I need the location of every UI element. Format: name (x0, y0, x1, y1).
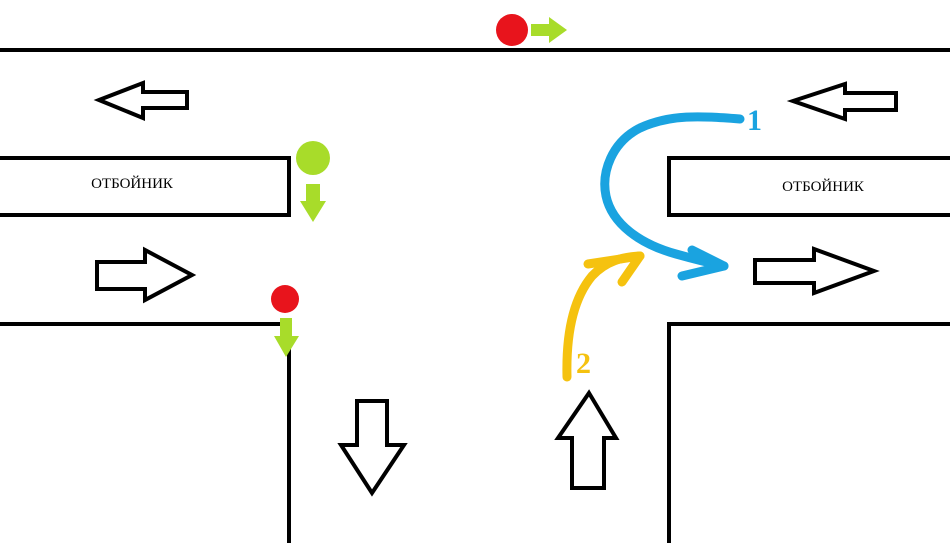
signal-middle-green-arrow-icon (300, 184, 326, 222)
right-barrier-label: ОТБОЙНИК (782, 178, 865, 195)
left-lower-road-edge (0, 322, 291, 543)
right-barrier: ОТБОЙНИК (667, 156, 950, 217)
left-barrier: ОТБОЙНИК (0, 156, 291, 217)
arrow-right-right-icon (753, 246, 880, 296)
route-1: 1 (600, 104, 762, 281)
signal-top-red-light (496, 14, 528, 46)
arrow-right-left-icon (95, 246, 197, 304)
signal-lower (271, 285, 299, 357)
arrow-left-top-right-icon (786, 81, 898, 122)
route-2: 2 (562, 251, 645, 382)
arrow-down-icon (337, 399, 408, 497)
route-1-path (600, 112, 745, 271)
route-1-arrowhead-icon (677, 245, 729, 281)
signal-lower-red-light (271, 285, 299, 313)
arrow-up-icon (554, 389, 620, 490)
signal-middle-green-light (296, 141, 330, 175)
signal-lower-green-arrow-icon (274, 318, 299, 357)
signal-top-green-arrow-icon (531, 17, 567, 43)
left-barrier-label: ОТБОЙНИК (91, 175, 174, 192)
route-1-number: 1 (747, 104, 762, 137)
arrow-left-top-left-icon (93, 80, 189, 121)
right-lower-road-edge (667, 322, 950, 543)
route-2-number: 2 (576, 347, 591, 380)
signal-middle (296, 141, 330, 222)
route-2-arrowhead-icon (583, 251, 645, 287)
signal-top (496, 14, 567, 46)
